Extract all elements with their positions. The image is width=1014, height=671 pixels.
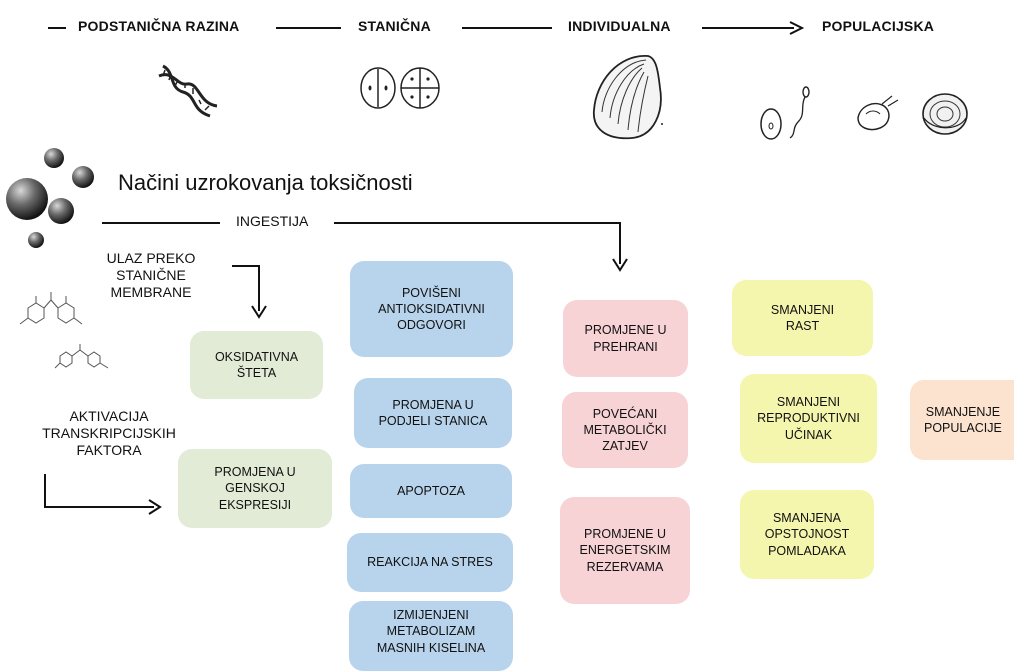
particle-5 [28, 232, 44, 248]
level-population: POPULACIJSKA [822, 18, 935, 34]
egg-icon [760, 108, 782, 140]
membrane-arrowhead [251, 305, 267, 319]
route-ingestion: INGESTIJA [236, 213, 309, 229]
ingestion-line-down [619, 222, 621, 264]
timeline-line-3 [702, 27, 794, 29]
transcription-line-right [44, 506, 154, 508]
ingestion-line-left [102, 222, 220, 224]
molecule-2 [54, 344, 109, 369]
transcription-line-down [44, 474, 46, 508]
timeline-arrowhead [789, 21, 805, 35]
level-subcellular: PODSTANIČNA RAZINA [78, 18, 240, 34]
mussel-shell-icon [593, 55, 663, 140]
membrane-line-down [258, 265, 260, 311]
level-individual: INDIVIDUALNA [568, 18, 671, 34]
dna-helix-icon [158, 64, 218, 118]
transcription-arrowhead [148, 499, 162, 515]
route-transcription: AKTIVACIJA TRANSKRIPCIJSKIH FAKTORA [42, 408, 176, 458]
timeline-line-1 [276, 27, 341, 29]
particles-icon [44, 148, 64, 168]
dividing-cells-icon [360, 67, 440, 109]
juvenile-mussel-icon [922, 93, 968, 135]
ingestion-line-right [334, 222, 620, 224]
timeline-line-start [48, 27, 66, 29]
box-stress-reaction: REAKCIJA NA STRES [347, 533, 513, 592]
timeline-line-2 [462, 27, 552, 29]
route-membrane-entry: ULAZ PREKO STANIČNE MEMBRANE [106, 250, 196, 300]
membrane-line-horizontal [232, 265, 260, 267]
larva-icon [857, 95, 899, 131]
ingestion-arrowhead [612, 258, 628, 272]
box-apoptosis: APOPTOZA [350, 464, 512, 518]
level-cellular: STANIČNA [358, 18, 431, 34]
particle-4 [48, 198, 74, 224]
molecule-icon [19, 292, 83, 325]
sperm-icon [789, 86, 810, 139]
diagram-title: Načini uzrokovanja toksičnosti [118, 170, 413, 195]
particle-2 [72, 166, 94, 188]
particle-3 [6, 178, 48, 220]
